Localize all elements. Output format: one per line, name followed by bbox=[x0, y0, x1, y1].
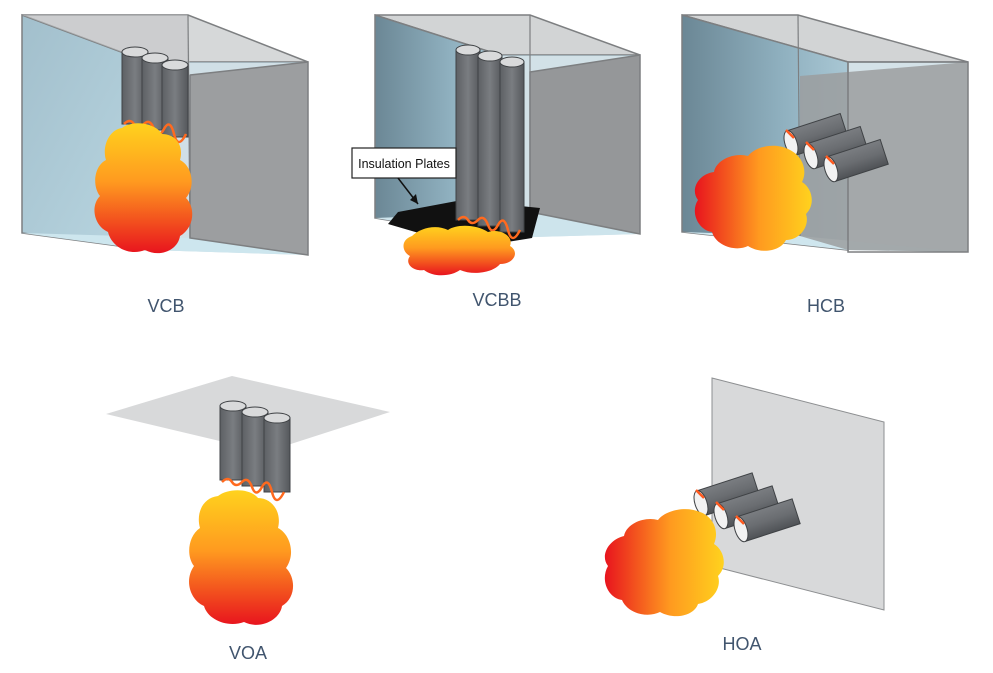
panel-hcb bbox=[681, 14, 969, 253]
caption-hcb: HCB bbox=[806, 296, 846, 316]
panel-hoa bbox=[604, 377, 885, 617]
caption-vcbb: VCBB bbox=[472, 290, 522, 310]
fire-plume bbox=[694, 145, 812, 251]
battery-cell-group bbox=[693, 472, 801, 543]
callout-label: Insulation Plates bbox=[358, 157, 450, 171]
fire-plume bbox=[604, 509, 724, 617]
panel-vcbb: Insulation Plates bbox=[351, 13, 641, 276]
insulation-plates-callout: Insulation Plates bbox=[351, 147, 457, 205]
battery-cell-group bbox=[455, 44, 525, 240]
fire-plume bbox=[94, 123, 193, 254]
caption-hoa: HOA bbox=[722, 634, 762, 654]
battery-cell-group bbox=[219, 400, 291, 502]
caption-voa: VOA bbox=[228, 643, 268, 663]
panel-vcb bbox=[21, 13, 309, 256]
fire-plume bbox=[403, 225, 515, 276]
battery-cell-group bbox=[121, 46, 189, 144]
panel-voa bbox=[106, 376, 390, 625]
caption-vcb: VCB bbox=[147, 296, 185, 316]
fire-plume bbox=[189, 490, 294, 625]
battery-cell-group bbox=[783, 112, 889, 183]
